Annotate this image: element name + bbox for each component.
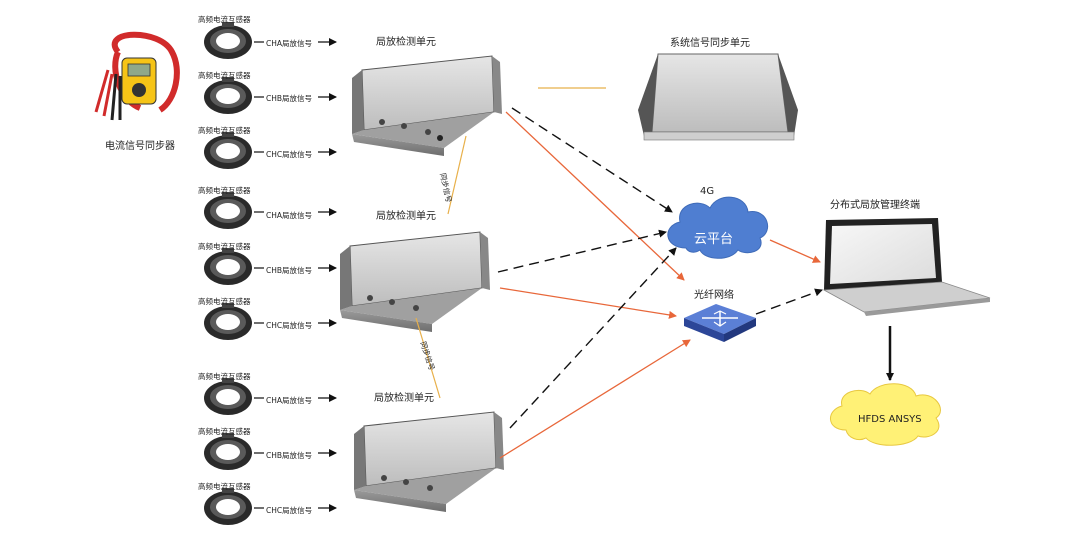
signal-label: CHB局放信号 [266, 451, 313, 460]
arrow-fiber-terminal [755, 288, 823, 315]
ct-sensor-icon [204, 248, 252, 285]
sync-line-1 [447, 135, 467, 215]
laptop-icon [822, 218, 991, 316]
arrow-unit2-cloud [497, 229, 667, 273]
network-4g-label: 4G [700, 186, 715, 197]
signal-label: CHB局放信号 [266, 266, 313, 275]
clamp-meter-icon [94, 31, 180, 121]
signal-label: CHA局放信号 [266, 211, 313, 220]
signal-label: CHA局放信号 [266, 396, 313, 405]
clamp-sync-label: 电流信号同步器 [105, 141, 175, 152]
sync-line-2 [415, 317, 441, 399]
sensor-label: 高频电流互感器 [198, 242, 251, 251]
sensor-label: 高频电流互感器 [198, 297, 251, 306]
ct-sensor-icon [204, 77, 252, 114]
sensor-label: 高频电流互感器 [198, 126, 251, 135]
signal-label: CHA局放信号 [266, 39, 313, 48]
arrow-unit2-fiber [499, 287, 677, 319]
ct-sensor-icon [204, 22, 252, 59]
arrow-cloud-terminal [769, 239, 821, 263]
cloud-platform-icon [667, 196, 769, 259]
sensor-label: 高频电流互感器 [198, 71, 251, 80]
detection-unit-label: 局放检测单元 [376, 37, 436, 48]
detection-unit-box-2 [340, 231, 490, 332]
fiber-switch-icon [684, 304, 756, 342]
fiber-network-label: 光纤网络 [694, 290, 734, 301]
signal-label: CHC局放信号 [266, 150, 313, 159]
ct-sensor-icon [204, 488, 252, 525]
ct-sensor-icon [204, 433, 252, 470]
detection-unit-box-3 [354, 411, 504, 512]
output-cloud-label: HFDS ANSYS [858, 414, 922, 425]
sensor-label: 高频电流互感器 [198, 15, 251, 24]
sensor-label: 高频电流互感器 [198, 372, 251, 381]
signal-label: CHC局放信号 [266, 506, 313, 515]
terminal-label: 分布式局放管理终端 [830, 200, 920, 211]
arrow-unit3-fiber [499, 339, 691, 459]
ct-sensor-icon [204, 303, 252, 340]
system-sync-box [638, 53, 798, 141]
arrow-unit1-fiber [505, 111, 685, 281]
detection-unit-label: 局放检测单元 [374, 393, 434, 404]
cloud-platform-label: 云平台 [694, 232, 734, 247]
detection-unit-label: 局放检测单元 [376, 211, 436, 222]
signal-label: CHB局放信号 [266, 94, 313, 103]
ct-sensor-icon [204, 132, 252, 169]
output-cloud-icon [830, 383, 941, 446]
sensor-label: 高频电流互感器 [198, 186, 251, 195]
sensor-label: 高频电流互感器 [198, 427, 251, 436]
sensor-rings [204, 22, 337, 525]
detection-unit-box-1 [352, 55, 502, 156]
ct-sensor-icon [204, 378, 252, 415]
ct-sensor-icon [204, 192, 252, 229]
sensor-label: 高频电流互感器 [198, 482, 251, 491]
system-sync-label: 系统信号同步单元 [670, 38, 750, 49]
signal-label: CHC局放信号 [266, 321, 313, 330]
arrow-unit3-cloud [509, 247, 677, 429]
